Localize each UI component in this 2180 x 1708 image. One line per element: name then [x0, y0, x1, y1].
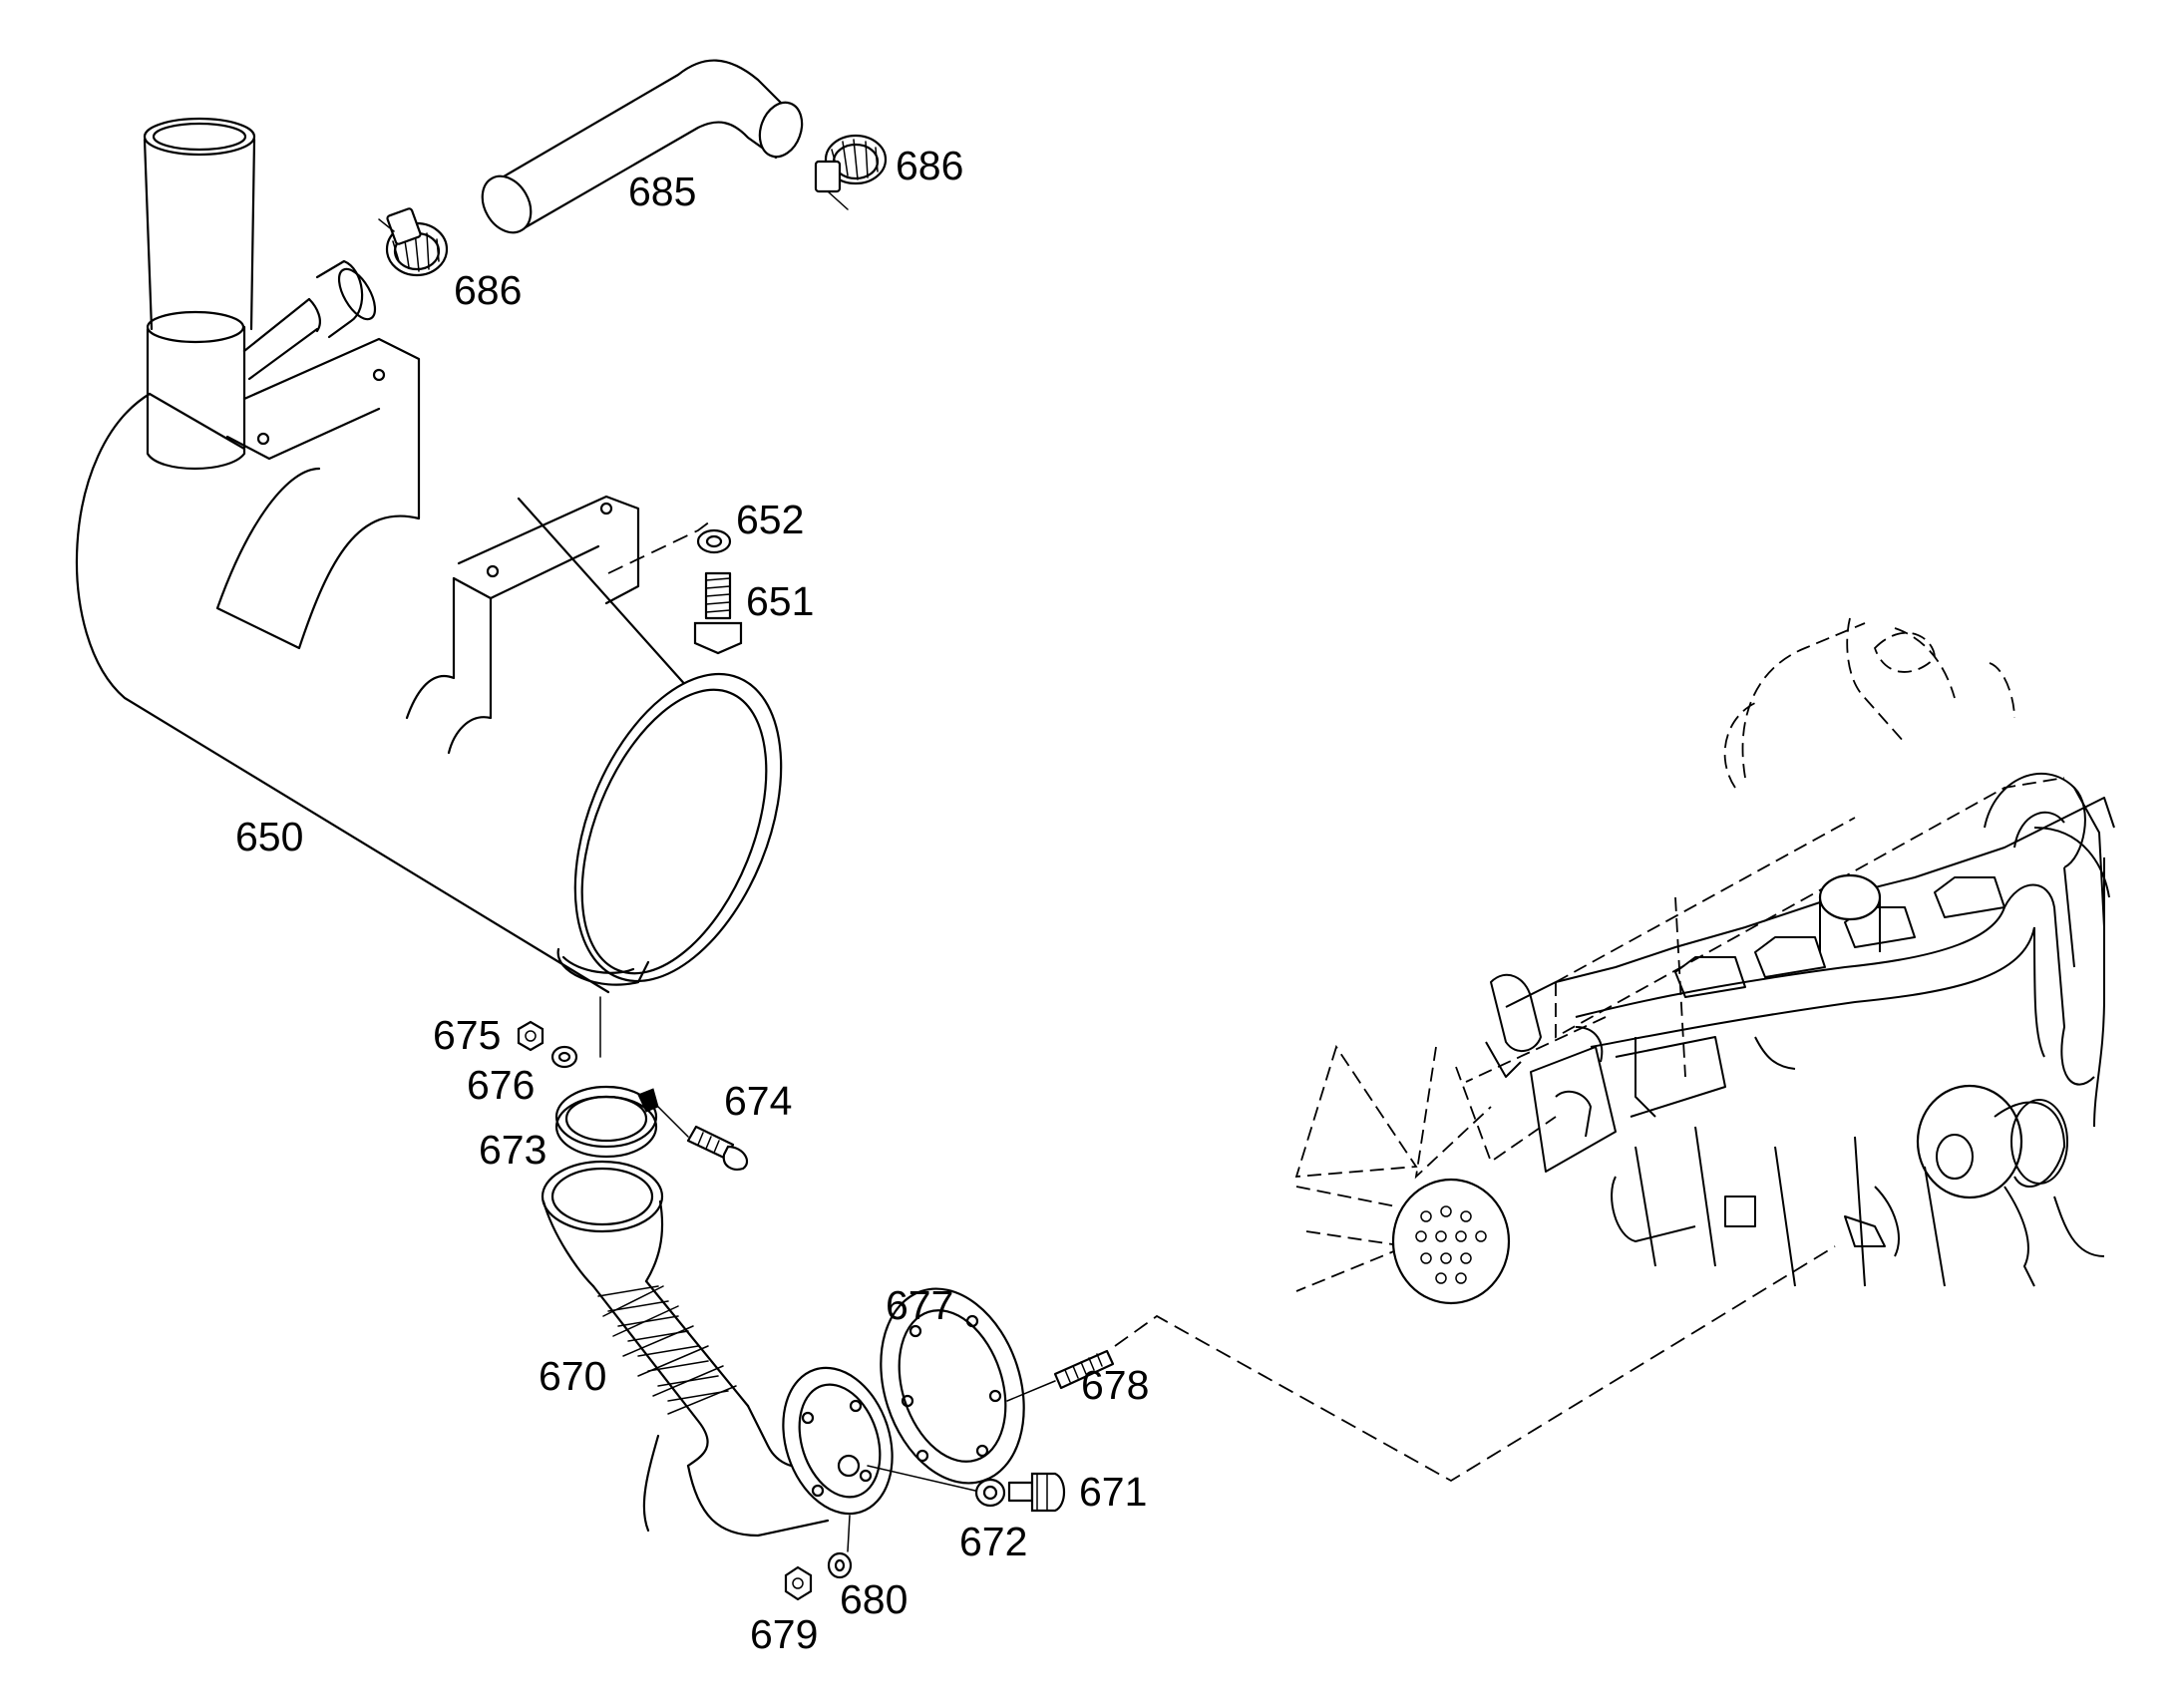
bolt-651 [693, 571, 743, 655]
label-672: 672 [959, 1519, 1027, 1564]
stud-678 [1006, 1349, 1115, 1402]
leader-671 [867, 1465, 976, 1492]
flex-pipe [541, 1160, 894, 1537]
leader-680 [847, 1515, 851, 1552]
label-676: 676 [467, 1062, 535, 1108]
engine-leader [1114, 1245, 1836, 1483]
label-686-top: 686 [896, 143, 963, 188]
label-679: 679 [750, 1611, 818, 1657]
nut-675 [517, 1020, 545, 1052]
hose-clamp-top [814, 134, 888, 210]
label-677: 677 [886, 1282, 953, 1328]
label-670: 670 [539, 1353, 606, 1399]
muffler [75, 117, 783, 994]
hose [481, 59, 804, 234]
label-650: 650 [235, 814, 303, 859]
screw-671 [1007, 1472, 1066, 1513]
leader-652 [607, 517, 715, 574]
nut-679 [784, 1565, 813, 1601]
washer-676 [550, 1045, 578, 1069]
washer-672 [974, 1478, 1006, 1508]
hose-clamp-left [378, 207, 449, 277]
label-678: 678 [1081, 1362, 1149, 1408]
label-685: 685 [628, 169, 696, 214]
callout-labels: 650 651 652 670 671 672 673 674 675 676 … [235, 143, 1149, 1657]
clamp-ring-673 [554, 1085, 659, 1159]
label-673: 673 [479, 1127, 546, 1173]
label-680: 680 [840, 1576, 908, 1622]
label-671: 671 [1079, 1469, 1147, 1515]
label-674: 674 [724, 1078, 792, 1124]
label-686-left: 686 [454, 267, 522, 313]
label-651: 651 [746, 578, 814, 624]
washer-680 [827, 1551, 853, 1579]
washer-652 [696, 528, 732, 554]
label-652: 652 [736, 497, 804, 542]
bolt-674 [657, 1106, 749, 1171]
label-675: 675 [433, 1012, 501, 1058]
engine-assembly [1294, 617, 2115, 1305]
